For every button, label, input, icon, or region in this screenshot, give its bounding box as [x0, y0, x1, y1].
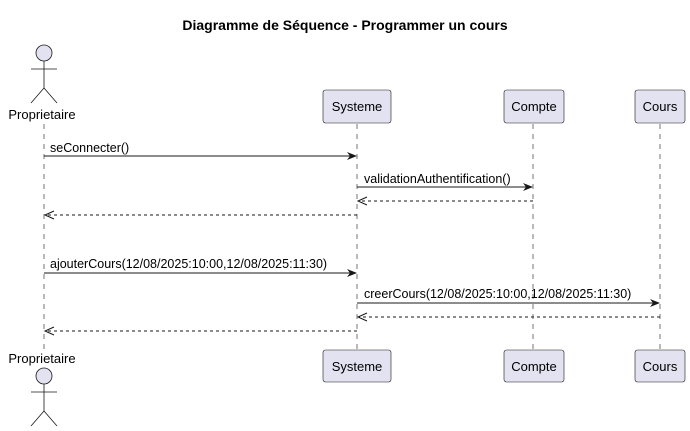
arrowhead — [43, 326, 55, 336]
message-return-systeme-2 — [43, 326, 357, 336]
message-label: ajouterCours(12/08/2025:10:00,12/08/2025… — [50, 257, 327, 271]
message-ajoutercours: ajouterCours(12/08/2025:10:00,12/08/2025… — [44, 257, 357, 277]
svg-text:Compte: Compte — [511, 359, 557, 374]
svg-text:Cours: Cours — [643, 359, 678, 374]
message-label: validationAuthentification() — [364, 172, 511, 186]
actor-label-top: Proprietaire — [8, 107, 75, 122]
participant-cours-bottom: Cours — [634, 349, 686, 383]
actor-head — [35, 367, 53, 385]
participant-compte-bottom: Compte — [503, 349, 565, 383]
participant-cours-top: Cours — [634, 89, 686, 124]
arrowhead — [347, 269, 357, 277]
actor-label-bottom: Proprietaire — [8, 351, 75, 366]
arrowhead — [650, 299, 660, 307]
message-seconnecter: seConnecter() — [44, 141, 357, 160]
arrowhead — [356, 196, 368, 206]
message-label: seConnecter() — [50, 141, 129, 155]
participant-compte-top: Compte — [503, 89, 565, 124]
message-return-systeme-1 — [43, 210, 357, 220]
message-validationauthentification: validationAuthentification() — [357, 172, 533, 191]
actor-head — [35, 44, 53, 62]
actor-proprietaire-top: Proprietaire — [8, 44, 76, 122]
participant-systeme-bottom: Systeme — [322, 349, 392, 383]
message-return-compte — [356, 196, 533, 206]
message-return-cours — [356, 312, 660, 322]
participant-systeme-top: Systeme — [322, 89, 392, 124]
actor-proprietaire-bottom: Proprietaire — [8, 351, 76, 427]
message-creercours: creerCours(12/08/2025:10:00,12/08/2025:1… — [357, 287, 660, 307]
arrowhead — [356, 312, 368, 322]
arrowhead — [523, 183, 533, 191]
message-label: creerCours(12/08/2025:10:00,12/08/2025:1… — [364, 287, 631, 301]
arrowhead — [43, 210, 55, 220]
svg-text:Cours: Cours — [643, 99, 678, 114]
svg-text:Compte: Compte — [511, 99, 557, 114]
svg-text:Systeme: Systeme — [332, 359, 383, 374]
diagram-title: Diagramme de Séquence - Programmer un co… — [182, 17, 507, 33]
arrowhead — [347, 152, 357, 160]
svg-text:Systeme: Systeme — [332, 99, 383, 114]
